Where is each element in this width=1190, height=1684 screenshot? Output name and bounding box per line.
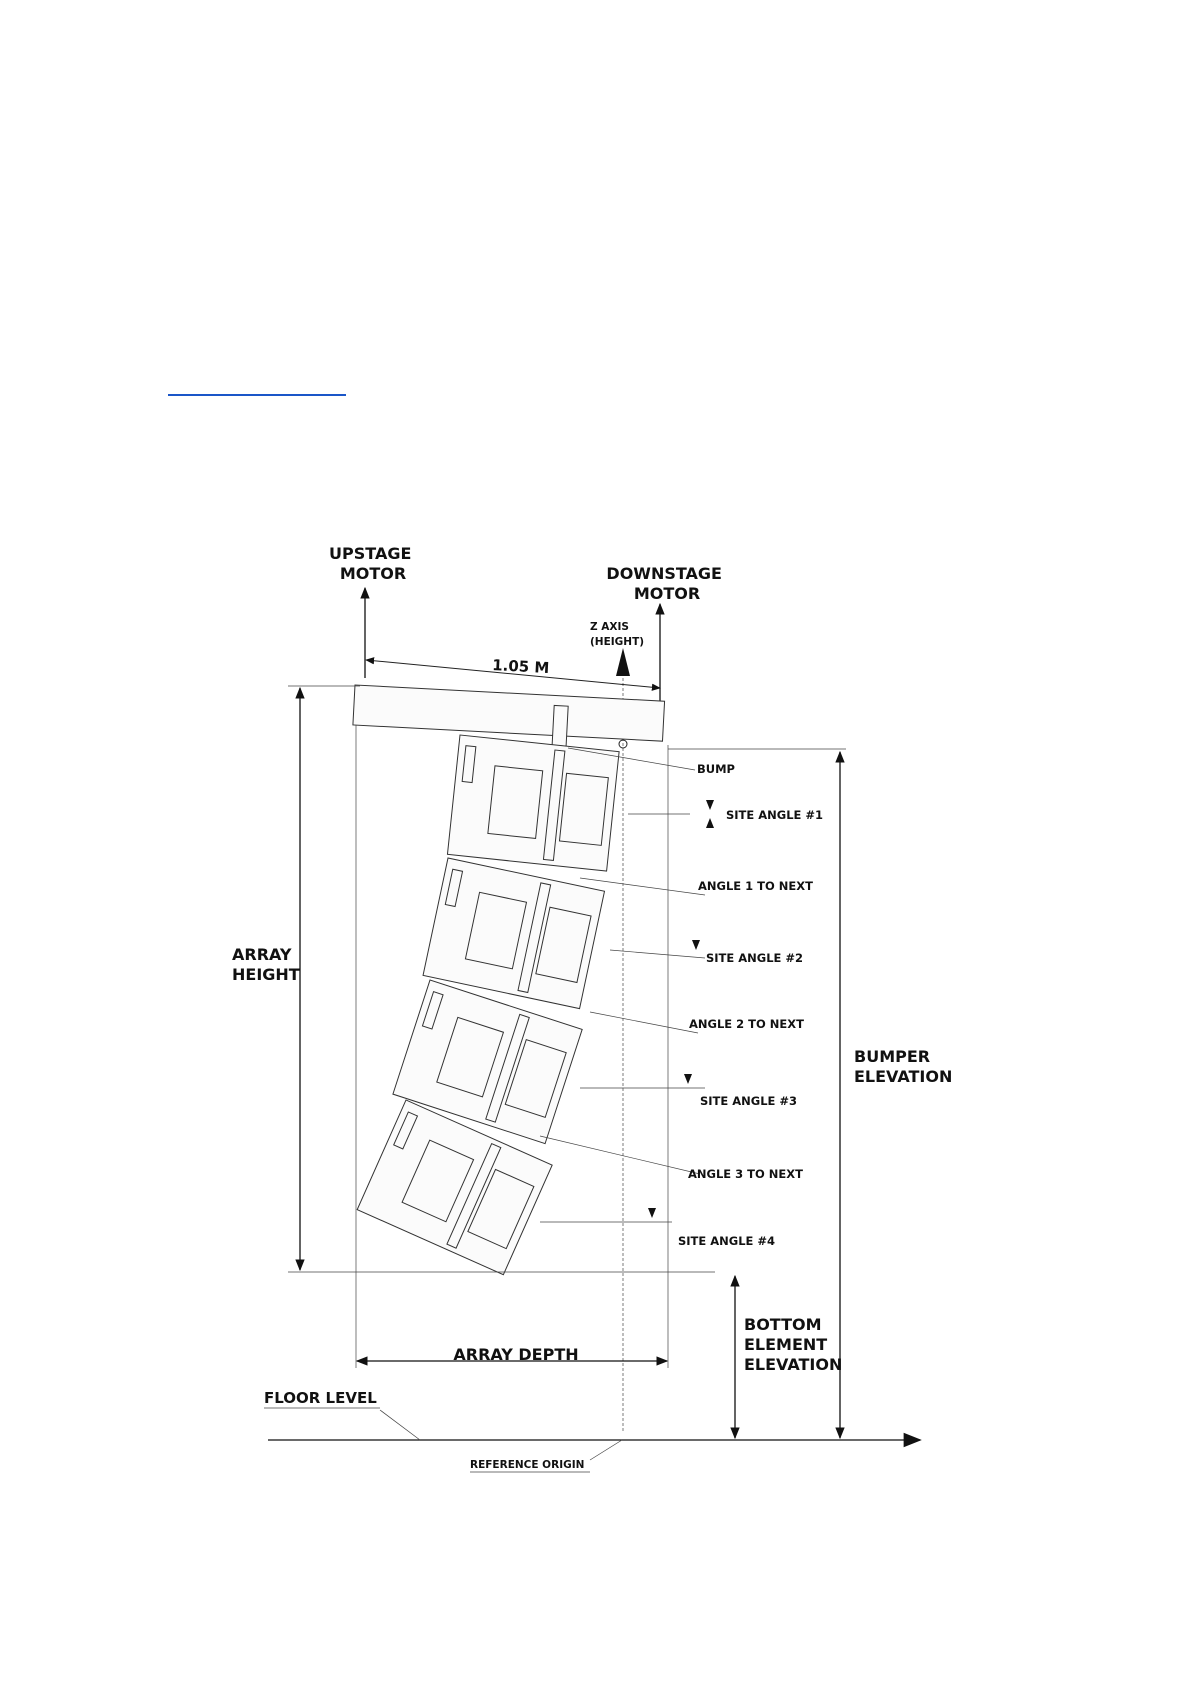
- downstage-motor-label: DOWNSTAGE MOTOR: [606, 564, 727, 603]
- cabinet-2: [423, 858, 604, 1009]
- angle-3-to-next-label: ANGLE 3 TO NEXT: [688, 1167, 803, 1181]
- site-angle-4-marker: [648, 1208, 656, 1218]
- site-angle-2-marker: [692, 940, 700, 950]
- bump-label: BUMP: [697, 762, 735, 776]
- array-depth-label: ARRAY DEPTH: [453, 1345, 578, 1364]
- bottom-element-elevation-label: BOTTOM ELEMENT ELEVATION: [744, 1315, 842, 1374]
- array-height-label: ARRAY HEIGHT: [232, 945, 300, 984]
- floor-level-leader: [380, 1410, 420, 1440]
- site-angle-2-label: SITE ANGLE #2: [706, 951, 803, 965]
- cabinet-1: [447, 735, 619, 871]
- reference-origin-label: REFERENCE ORIGIN: [470, 1459, 584, 1471]
- angle-2-leader: [590, 1012, 698, 1033]
- site-angle-3-label: SITE ANGLE #3: [700, 1094, 797, 1108]
- bumper-elevation-label: BUMPER ELEVATION: [854, 1047, 952, 1086]
- site-angle-1-label: SITE ANGLE #1: [726, 808, 823, 822]
- site-angle-2-leader: [610, 950, 705, 958]
- site-angle-4-label: SITE ANGLE #4: [678, 1234, 775, 1248]
- angle-3-leader: [540, 1136, 700, 1174]
- site-angle-3-marker: [684, 1074, 692, 1084]
- z-axis-arrowhead: [616, 648, 630, 676]
- z-axis-label: Z AXIS (HEIGHT): [590, 621, 644, 648]
- angle-2-to-next-label: ANGLE 2 TO NEXT: [689, 1017, 804, 1031]
- floor-level-label: FLOOR LEVEL: [264, 1389, 377, 1407]
- site-angle-1-marker: [706, 800, 714, 828]
- width-dimension-label: 1.05 M: [492, 656, 550, 677]
- angle-1-to-next-label: ANGLE 1 TO NEXT: [698, 879, 813, 893]
- upstage-motor-label: UPSTAGE MOTOR: [329, 544, 417, 583]
- reference-origin-leader: [590, 1440, 622, 1460]
